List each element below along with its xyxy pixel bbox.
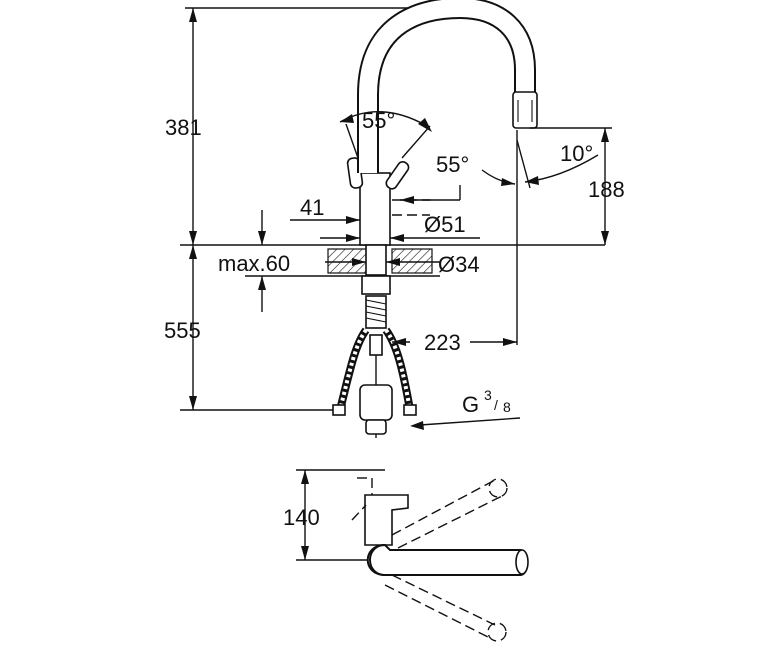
label-spout-angle-top: 55° — [362, 108, 395, 133]
label-lever-angle: 55° — [436, 152, 469, 177]
label-connection-thread: G — [462, 392, 479, 417]
label-body-offset: 41 — [300, 195, 324, 220]
label-height-total: 381 — [165, 115, 202, 140]
spout-swing-upper-b — [397, 495, 503, 549]
label-reach: 223 — [424, 330, 461, 355]
label-hose-length: 555 — [164, 318, 201, 343]
label-hole-diameter: Ø34 — [438, 252, 480, 277]
hose-connector — [369, 334, 383, 356]
label-thread-denominator: 8 — [503, 399, 511, 415]
spout-fill — [359, 0, 534, 173]
label-body-diameter: Ø51 — [424, 212, 466, 237]
hose-weight — [359, 384, 393, 421]
spout-swing-lower-b — [384, 584, 491, 639]
spout-top-view — [369, 543, 529, 576]
label-thread-slash: / — [494, 397, 498, 413]
lever-handle-rotated — [385, 161, 410, 190]
label-spout-height: 188 — [588, 177, 625, 202]
spout-swing-upper-a — [391, 479, 496, 536]
spout-swing-lower-a — [391, 574, 496, 626]
lever-top-view — [364, 494, 409, 546]
side-view — [180, 0, 612, 438]
plan-view — [296, 469, 529, 642]
tap-shank — [365, 244, 387, 276]
label-plan-depth: 140 — [283, 505, 320, 530]
tap-body — [359, 172, 391, 246]
spray-head — [512, 91, 538, 129]
label-spout-tilt: 10° — [560, 141, 593, 166]
spout-tilt-line — [516, 139, 531, 189]
mounting-nut — [361, 275, 391, 295]
label-deck-thickness: max.60 — [218, 251, 290, 276]
label-thread-numerator: 3 — [484, 387, 492, 403]
